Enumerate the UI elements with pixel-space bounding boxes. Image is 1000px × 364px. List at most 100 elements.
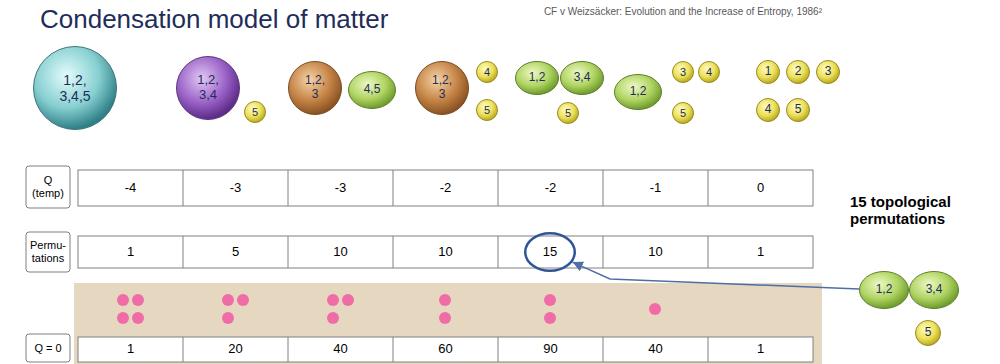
callout-text: 15 topological permutations (850, 188, 990, 232)
cell-value: 10 (603, 236, 708, 268)
particle: 3 (816, 60, 840, 84)
pink-dot (439, 312, 451, 324)
row-header: Permu- tations (26, 232, 70, 272)
pink-dot (342, 294, 354, 306)
particle-pair: 3,4 (560, 61, 604, 95)
cell-value: 10 (288, 236, 393, 268)
node-shape (416, 62, 469, 115)
row-header-box (26, 166, 70, 208)
cell-divider (183, 236, 708, 268)
particle: 4 (698, 61, 720, 83)
node-shape (516, 62, 559, 95)
node-label: 1,2 (630, 85, 647, 99)
node-shape (817, 61, 840, 84)
pink-dots (117, 294, 661, 324)
pink-dot (237, 294, 249, 306)
particle-pair: 3,4 (909, 271, 959, 309)
node-label: 4 (706, 66, 712, 79)
particle-cluster: 1,2, 3,4,5 (33, 46, 117, 130)
node-label: 4 (484, 66, 490, 79)
node-shape (787, 99, 810, 122)
pink-dot (544, 294, 556, 306)
node-shape (615, 75, 662, 110)
node-shape (916, 321, 941, 346)
node-label: 1,2, 3,4 (191, 73, 225, 103)
node-label: 3,4 (926, 283, 943, 297)
pink-dot (544, 312, 556, 324)
particle: 5 (786, 98, 810, 122)
highlight-ellipse: 15 (524, 232, 576, 272)
pink-dot (132, 312, 144, 324)
node-shape (757, 99, 780, 122)
cell-value: -2 (393, 170, 498, 206)
cell-value: -1 (603, 170, 708, 206)
node-label: 5 (565, 107, 571, 120)
node-label: 5 (680, 107, 686, 120)
node-label: 5 (252, 106, 258, 119)
particle: 4 (476, 61, 498, 83)
pink-dot (132, 294, 144, 306)
particle: 4 (756, 98, 780, 122)
node-shape (673, 62, 694, 83)
cell-value: 90 (498, 337, 603, 362)
table-row (78, 170, 813, 206)
node-label: 1 (765, 65, 772, 79)
node-label: 3,4 (574, 71, 591, 85)
node-shape (349, 72, 396, 109)
node-label: 1,2, 3 (302, 74, 328, 102)
node-label: 5 (484, 104, 490, 117)
cell-value: 40 (288, 337, 393, 362)
particle: 5 (244, 101, 266, 123)
node-shape (699, 62, 720, 83)
node-shape (477, 62, 498, 83)
cell-divider (183, 337, 708, 362)
cell-value: 0 (708, 170, 813, 206)
node-label: 3 (680, 66, 686, 79)
cell-value: 60 (393, 337, 498, 362)
particle: 5 (672, 102, 694, 124)
node-label: 5 (795, 103, 802, 117)
row-header: Q (temp) (26, 166, 70, 208)
cell-value: 1 (708, 337, 813, 362)
pink-dot (327, 294, 339, 306)
cell-value: 1 (708, 236, 813, 268)
node-label: 4 (765, 103, 772, 117)
node-shape (561, 62, 604, 95)
pink-dot (222, 312, 234, 324)
cell-value: -3 (288, 170, 393, 206)
particle-cluster: 1,2, 3 (415, 61, 469, 115)
citation: CF v Weizsäcker: Evolution and the Incre… (500, 5, 822, 19)
pink-dot (439, 294, 451, 306)
title: Condensation model of matter (40, 4, 388, 35)
node-label: 1,2, 3 (429, 74, 455, 102)
pink-dot (327, 312, 339, 324)
node-label: 1,2, 3,4,5 (55, 72, 95, 104)
pink-dot (117, 312, 129, 324)
particle: 5 (915, 320, 941, 346)
row-header-box (26, 232, 70, 272)
table-row (78, 337, 813, 362)
pink-dot (649, 303, 661, 315)
table-row (78, 236, 813, 268)
cell-value: 5 (183, 236, 288, 268)
cell-value: -4 (78, 170, 183, 206)
cell-value: 10 (393, 236, 498, 268)
cell-value: 1 (78, 337, 183, 362)
node-shape (289, 62, 342, 115)
cell-value: 20 (183, 337, 288, 362)
row-header-box (26, 334, 70, 362)
node-shape (860, 272, 909, 309)
cell-value: -2 (498, 170, 603, 206)
node-shape (477, 100, 498, 121)
node-label: 15 (543, 245, 557, 260)
node-shape (673, 103, 694, 124)
particle: 5 (476, 99, 498, 121)
pink-dot (117, 294, 129, 306)
node-shape (910, 272, 959, 309)
node-label: 5 (925, 326, 932, 340)
node-label: 2 (795, 65, 802, 79)
node-shape (757, 61, 780, 84)
